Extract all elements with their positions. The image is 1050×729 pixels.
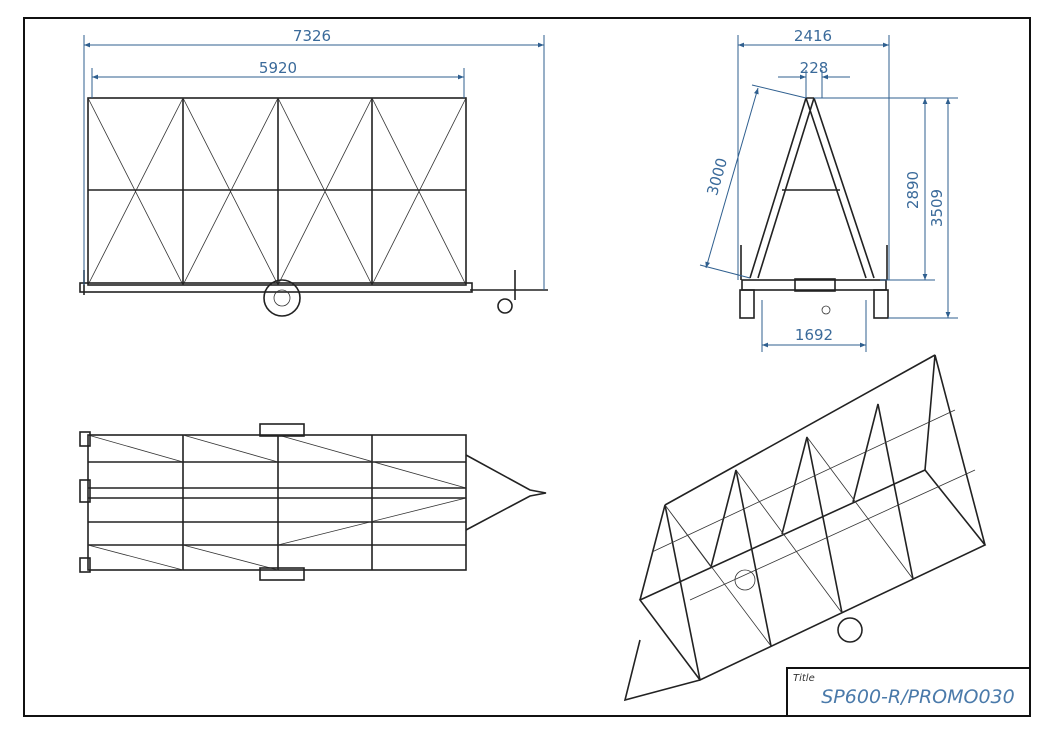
drawing-title: SP600-R/PROMO030: [821, 686, 1014, 708]
side-view: [79, 97, 548, 317]
title-label: Title: [793, 673, 815, 684]
dimension-track-width: 1692: [795, 326, 833, 344]
dimension-frame-height: 2890: [904, 171, 922, 209]
sheet-border: [23, 17, 1031, 717]
front-view: [739, 97, 889, 319]
side-view-dimensions: 7326 5920: [83, 27, 545, 290]
dimension-overall-length: 7326: [293, 27, 331, 45]
front-view-dimensions: 2416 228 2890 3509 3000 1692: [699, 27, 958, 352]
dimension-frame-slant: 3000: [703, 156, 731, 198]
dimension-apex-width: 228: [800, 59, 829, 77]
dimension-overall-height: 3509: [928, 189, 946, 227]
isometric-view: [623, 354, 987, 702]
dimension-frame-length: 5920: [259, 59, 297, 77]
dimension-overall-width: 2416: [794, 27, 832, 45]
title-block: Title SP600-R/PROMO030: [786, 667, 1031, 717]
top-view: [79, 423, 547, 581]
